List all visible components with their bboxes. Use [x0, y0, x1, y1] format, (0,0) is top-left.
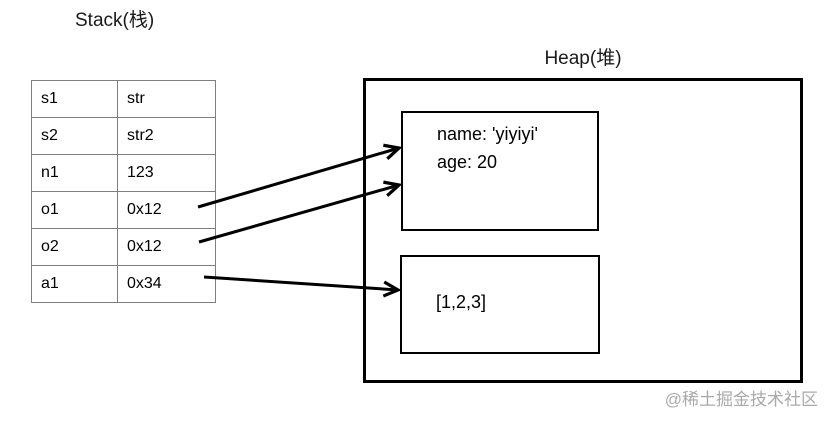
table-row: o2 0x12 — [31, 228, 216, 266]
table-row: s2 str2 — [31, 117, 216, 155]
heap-title: Heap(堆) — [544, 48, 622, 69]
heap-object-line: name: 'yiyiyi' — [437, 124, 538, 144]
stack-var-value: str — [117, 80, 216, 118]
table-row: a1 0x34 — [31, 265, 216, 303]
stack-var-name: s1 — [31, 80, 118, 118]
stack-var-name: s2 — [31, 117, 118, 155]
table-row: o1 0x12 — [31, 191, 216, 229]
stack-table: s1 str s2 str2 n1 123 o1 0x12 o2 0x12 a1… — [31, 80, 216, 303]
stack-var-name: a1 — [31, 265, 118, 303]
stack-var-value: 123 — [117, 154, 216, 192]
stack-var-value: 0x34 — [117, 265, 216, 303]
heap-object-line: [1,2,3] — [436, 292, 487, 312]
stack-title: Stack(栈) — [75, 10, 155, 31]
watermark: @稀土掘金技术社区 — [664, 390, 818, 409]
stack-var-value: 0x12 — [117, 228, 216, 266]
stack-var-name: n1 — [31, 154, 118, 192]
table-row: n1 123 — [31, 154, 216, 192]
heap-object-line: age: 20 — [437, 152, 498, 172]
heap-object-array: [1,2,3] — [400, 255, 600, 354]
stack-var-name: o2 — [31, 228, 118, 266]
stack-var-value: 0x12 — [117, 191, 216, 229]
table-row: s1 str — [31, 80, 216, 118]
stack-var-name: o1 — [31, 191, 118, 229]
stack-var-value: str2 — [117, 117, 216, 155]
heap-object-person: name: 'yiyiyi' age: 20 — [401, 111, 599, 231]
